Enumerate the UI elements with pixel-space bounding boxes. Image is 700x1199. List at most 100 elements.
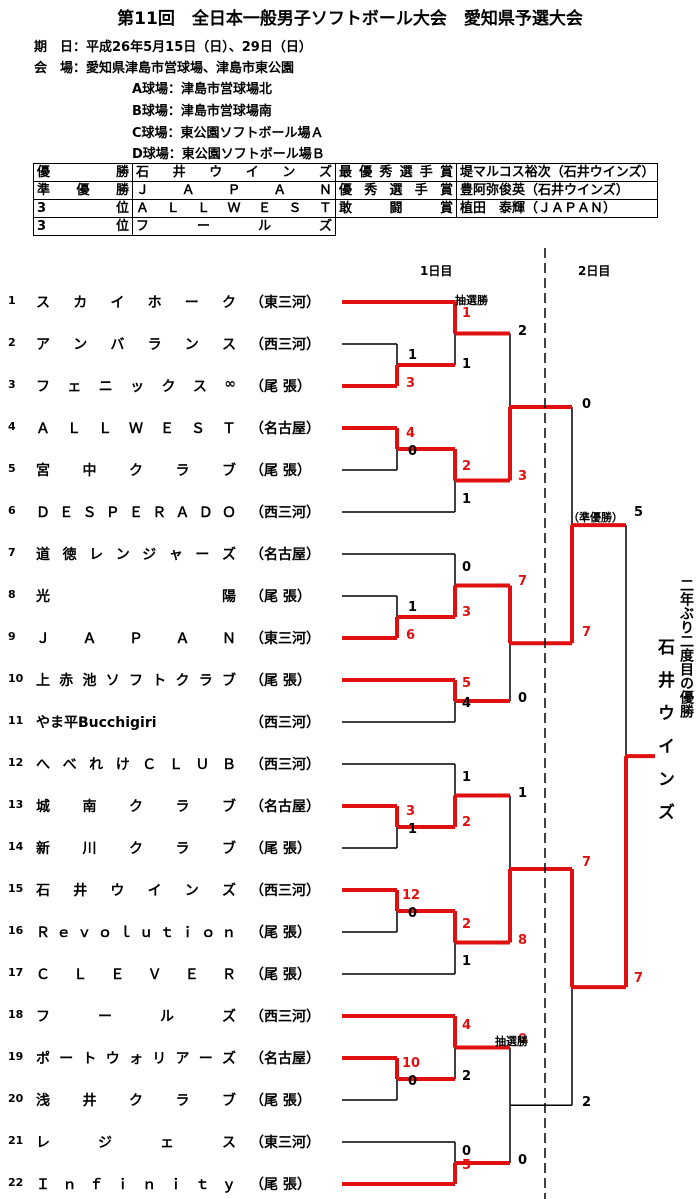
team-region: （尾 張） (250, 841, 311, 857)
team-name: 石井ウインズ (36, 883, 236, 899)
team-region: （尾 張） (250, 925, 311, 941)
score-label: 7 (582, 855, 592, 870)
score-label: 1 (462, 357, 472, 372)
date-row: 期 日：平成26年5月15日（日）、29日（日） (34, 36, 312, 55)
score-label: 1 (462, 770, 472, 785)
score-label: 2 (462, 459, 472, 474)
award-cell: 敢闘賞 (335, 199, 457, 218)
score-label: 3 (462, 605, 472, 620)
team-region: （尾 張） (250, 589, 311, 605)
score-label: 4 (406, 426, 416, 441)
team-number: 12 (8, 756, 24, 769)
team-region: （名古屋） (250, 547, 320, 563)
score-label: 0 (408, 1074, 418, 1089)
team-number: 3 (8, 378, 16, 391)
team-number: 10 (8, 672, 24, 685)
score-label: 12 (402, 888, 421, 903)
score-label: 7 (634, 971, 644, 987)
runner-up-note: （準優勝） (568, 511, 623, 524)
field-c: C球場：東公園ソフトボール場Ａ (132, 126, 324, 141)
team-name: 新川クラブ (36, 841, 236, 857)
award-cell: 最優秀選手賞 (335, 163, 457, 182)
score-label: 0 (518, 1153, 528, 1168)
team-region: （尾 張） (250, 967, 311, 983)
score-label: 3 (406, 376, 416, 391)
field-d: D球場：東公園ソフトボール場Ｂ (132, 147, 325, 162)
team-name: レジェス (36, 1135, 236, 1151)
champion-note: 二年ぶり二度目の優勝 (678, 578, 694, 718)
player-cell: 植田 泰輝（ＪＡＰＡＮ） (455, 199, 659, 218)
team-name: フールズ (36, 1009, 236, 1025)
team-name: ポートウォリアーズ (36, 1051, 236, 1067)
team-name: 宮中クラブ (36, 463, 236, 479)
field-b: B球場：津島市営球場南 (132, 104, 272, 119)
score-label: 0 (518, 691, 528, 706)
score-label: 0 (582, 397, 592, 412)
score-label: 3 (518, 468, 528, 484)
team-number: 19 (8, 1050, 24, 1063)
score-label: 0 (408, 444, 418, 459)
team-cell: フールズ (132, 217, 336, 236)
team-region: （西三河） (250, 1009, 320, 1025)
team-name: 城南クラブ (36, 799, 236, 815)
team-cell: 石井ウインズ (132, 163, 336, 182)
team-region: （西三河） (250, 757, 320, 773)
champion-name: 石井ウインズ (654, 638, 674, 836)
score-label: 5 (634, 505, 644, 521)
venue-label: 会 場： (34, 61, 87, 76)
score-label: 0 (462, 560, 472, 575)
score-label: 0 (462, 1144, 472, 1159)
team-number: 22 (8, 1176, 24, 1189)
team-name: フェニックス∞ (36, 376, 236, 395)
score-label: 4 (462, 696, 472, 711)
score-label: 0 (408, 906, 418, 921)
team-name: 浅井クラブ (36, 1093, 236, 1109)
team-region: （西三河） (250, 715, 320, 731)
score-label: 1 (408, 822, 418, 837)
team-region: （西三河） (250, 337, 320, 353)
score-label: 10 (402, 1056, 421, 1071)
team-number: 13 (8, 798, 24, 811)
score-label: 2 (582, 1095, 592, 1111)
score-label: 1 (462, 306, 472, 321)
team-number: 5 (8, 462, 16, 475)
score-label: 5 (462, 1158, 472, 1173)
venue-row: 会 場：愛知県津島市営球場、津島市東公園 (34, 57, 294, 76)
team-region: （尾 張） (250, 379, 311, 395)
team-region: （尾 張） (250, 463, 311, 479)
team-region: （名古屋） (250, 1051, 320, 1067)
score-label: 1 (462, 954, 472, 969)
team-region: （東三河） (250, 295, 320, 311)
team-region: （名古屋） (250, 421, 320, 437)
team-name: スカイホーク (36, 295, 236, 311)
page-title: 第11回 全日本一般男子ソフトボール大会 愛知県予選大会 (117, 9, 583, 29)
team-number: 6 (8, 504, 16, 517)
team-number: 9 (8, 630, 16, 643)
lottery-note: 抽選勝 (495, 1035, 528, 1048)
team-number: 14 (8, 840, 24, 853)
score-label: 1 (462, 492, 472, 507)
team-name: 上赤池ソフトクラブ (36, 673, 236, 689)
team-number: 11 (8, 714, 24, 727)
score-label: 2 (462, 1069, 472, 1084)
team-number: 1 (8, 294, 16, 307)
team-number: 18 (8, 1008, 24, 1021)
team-name: 道徳レンジャーズ (36, 547, 236, 563)
team-name: 光陽 (36, 589, 236, 605)
venue-value: 愛知県津島市営球場、津島市東公園 (86, 61, 295, 76)
day2-label: 2日目 (578, 264, 611, 278)
team-number: 20 (8, 1092, 24, 1105)
score-label: 7 (582, 625, 592, 641)
score-label: 3 (406, 804, 416, 819)
team-region: （西三河） (250, 883, 320, 899)
rank-cell: 準優勝 (33, 181, 133, 200)
